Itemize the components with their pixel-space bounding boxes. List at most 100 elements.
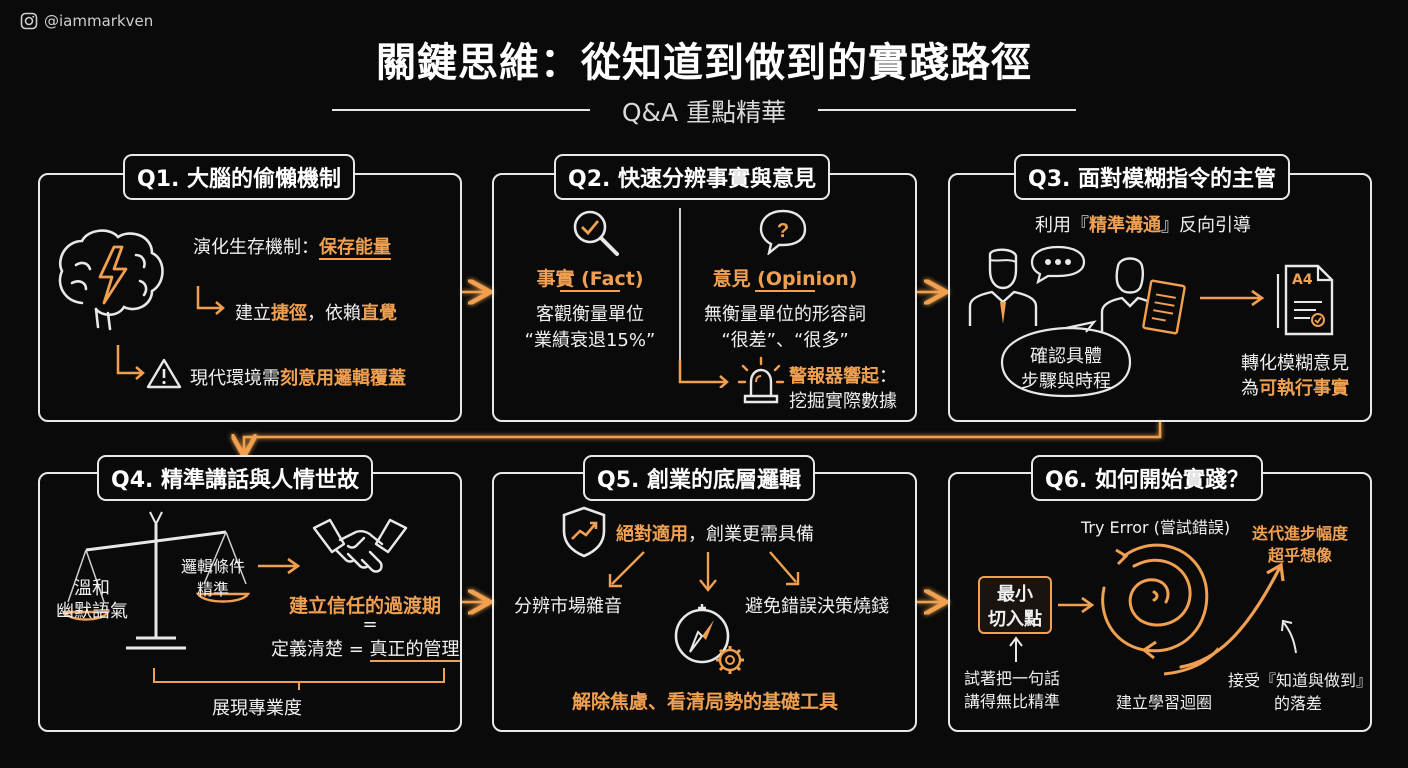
q5-left: 分辨市場雜音 bbox=[514, 596, 622, 617]
q1-line3-b: 刻意用邏輯覆蓋 bbox=[280, 368, 406, 389]
q6-hint1: 試著把一句話 bbox=[964, 669, 1061, 688]
alarm-text: 警報器響起 bbox=[789, 366, 879, 387]
q6-start1: 最小 bbox=[997, 584, 1033, 605]
speech-dots-icon bbox=[1030, 245, 1086, 284]
instagram-handle: @iammarkven bbox=[20, 12, 153, 30]
shield-chart-icon bbox=[562, 506, 606, 558]
q1-line2: 建立捷徑，依賴直覺 bbox=[235, 299, 397, 325]
q1-line3-a: 現代環境需 bbox=[190, 368, 280, 389]
warning-icon bbox=[146, 358, 182, 389]
q3-intro: 利用『精準溝通』反向引導 bbox=[1035, 211, 1251, 237]
tab-q4: Q4. 精準講話與人情世故 bbox=[97, 455, 374, 501]
q4-bracket bbox=[153, 668, 445, 690]
q3-result1: 轉化模糊意見 bbox=[1241, 353, 1349, 374]
row-connector-arrow bbox=[244, 422, 1162, 454]
branch-arrow-icon bbox=[116, 345, 145, 380]
fact-desc2: “業績衰退15%” bbox=[524, 330, 656, 351]
q6-loop: 建立學習迴圈 bbox=[1116, 693, 1213, 712]
q1-line2-d: 直覺 bbox=[361, 303, 397, 324]
q4-right-line2: 精準 bbox=[196, 580, 229, 599]
opinion-desc2: “很差”、“很多” bbox=[721, 330, 849, 351]
tab-q6: Q6. 如何開始實踐？ bbox=[1031, 455, 1264, 501]
confirm-bubble bbox=[1000, 320, 1132, 398]
q5-top-b: ，創業更需具備 bbox=[688, 524, 814, 545]
doc-label: A4 bbox=[1292, 272, 1313, 288]
q3-intro-b: 精準溝通 bbox=[1089, 215, 1161, 236]
compass-gear-icon bbox=[674, 604, 744, 674]
q3-intro-a: 利用『 bbox=[1035, 215, 1089, 236]
q5-top-a: 絕對適用 bbox=[616, 524, 688, 545]
q6-hint2: 講得無比精準 bbox=[964, 692, 1061, 711]
handle-text: @iammarkven bbox=[44, 12, 154, 30]
q1-line1-highlight: 保存能量 bbox=[319, 237, 391, 260]
opinion-desc1: 無衡量單位的形容詞 bbox=[704, 304, 866, 325]
manager-icon bbox=[968, 248, 1038, 326]
balance-scale-icon bbox=[61, 511, 251, 650]
q4-left-line2: 幽默語氣 bbox=[56, 601, 128, 622]
arrow-right-icon bbox=[258, 557, 301, 575]
arrow-up-icon bbox=[1009, 636, 1023, 662]
bubble-line2: 步驟與時程 bbox=[1021, 371, 1111, 392]
q1-line2-a: 建立 bbox=[235, 303, 271, 324]
q4-define: 定義清楚 = 真正的管理 bbox=[271, 635, 460, 662]
q4-right-line1: 邏輯條件 bbox=[180, 557, 245, 576]
q1-line1: 演化生存機制：保存能量 bbox=[193, 233, 391, 260]
clipboard-icon bbox=[1142, 279, 1186, 335]
alarm-suffix: ： bbox=[879, 366, 897, 387]
q3-result2: 為可執行事實 bbox=[1220, 374, 1370, 400]
fact-title: 事實 (Fact) bbox=[536, 268, 644, 290]
brain-lightning-icon bbox=[58, 229, 164, 331]
q1-line2-b: 捷徑 bbox=[271, 303, 307, 324]
fact-desc1: 客觀衡量單位 bbox=[536, 304, 644, 325]
q6-try-error: Try Error (嘗試錯誤) bbox=[1081, 518, 1231, 537]
bubble-line1: 確認具體 bbox=[1030, 346, 1102, 367]
q2-divider bbox=[679, 208, 681, 374]
q5-top: 絕對適用，創業更需具備 bbox=[616, 520, 814, 546]
arrow-right-icon bbox=[1200, 289, 1265, 307]
q4-bottom: 展現專業度 bbox=[212, 698, 302, 719]
q6-accept1: 接受『知道與做到』 bbox=[1228, 671, 1373, 690]
branch-arrow-icon bbox=[196, 286, 225, 315]
subtitle-rule-left bbox=[332, 109, 590, 111]
q6-start2: 切入點 bbox=[988, 609, 1042, 630]
q6-start-box bbox=[978, 576, 1052, 634]
q6-progress2: 超乎想像 bbox=[1267, 546, 1332, 565]
q4-trust: 建立信任的過渡期 bbox=[289, 595, 442, 617]
alarm-line1: 警報器響起： bbox=[789, 362, 897, 388]
handshake-icon bbox=[312, 518, 408, 573]
tab-q5: Q5. 創業的底層邏輯 bbox=[583, 455, 816, 501]
tab-q2: Q2. 快速分辨事實與意見 bbox=[554, 154, 831, 200]
question-bubble-icon: ? bbox=[759, 209, 807, 255]
branch-arrow-icon bbox=[678, 360, 729, 388]
page-subtitle: Q&A 重點精華 bbox=[621, 98, 787, 127]
q4-equals: = bbox=[362, 614, 378, 635]
arrow-right-icon bbox=[1058, 596, 1095, 614]
q5-bottom: 解除焦慮、看清局勢的基礎工具 bbox=[571, 691, 838, 713]
document-icon bbox=[1276, 264, 1334, 336]
svg-text:?: ? bbox=[777, 220, 789, 242]
q5-branch-arrows bbox=[608, 551, 800, 592]
q1-line3: 現代環境需刻意用邏輯覆蓋 bbox=[190, 364, 406, 390]
q3-result2-a: 為 bbox=[1241, 378, 1259, 399]
q1-line2-c: ，依賴 bbox=[307, 303, 361, 324]
opinion-title-underline bbox=[755, 290, 815, 292]
q4-define-a: 定義清楚 = bbox=[271, 639, 370, 660]
page-title: 關鍵思維：從知道到做到的實踐路徑 bbox=[376, 40, 1032, 86]
q1-line1-prefix: 演化生存機制： bbox=[193, 237, 319, 258]
instagram-icon bbox=[20, 12, 38, 30]
alarm-line2: 挖掘實際數據 bbox=[789, 391, 897, 412]
arrow-up-left-icon bbox=[1281, 619, 1297, 654]
siren-icon bbox=[737, 356, 785, 404]
q3-result2-b: 可執行事實 bbox=[1259, 378, 1349, 399]
q6-progress1: 迭代進步幅度 bbox=[1251, 524, 1348, 543]
q4-define-b: 真正的管理 bbox=[369, 639, 460, 662]
magnifier-check-icon bbox=[573, 210, 619, 256]
q5-right: 避免錯誤決策燒錢 bbox=[745, 596, 889, 617]
q3-intro-c: 』反向引導 bbox=[1161, 215, 1251, 236]
growth-arrow-icon bbox=[1179, 562, 1285, 669]
opinion-title: 意見 (Opinion) bbox=[712, 268, 858, 290]
tab-q3: Q3. 面對模糊指令的主管 bbox=[1014, 154, 1291, 200]
fact-title-underline bbox=[560, 290, 620, 292]
q4-left-line1: 溫和 bbox=[74, 578, 110, 599]
